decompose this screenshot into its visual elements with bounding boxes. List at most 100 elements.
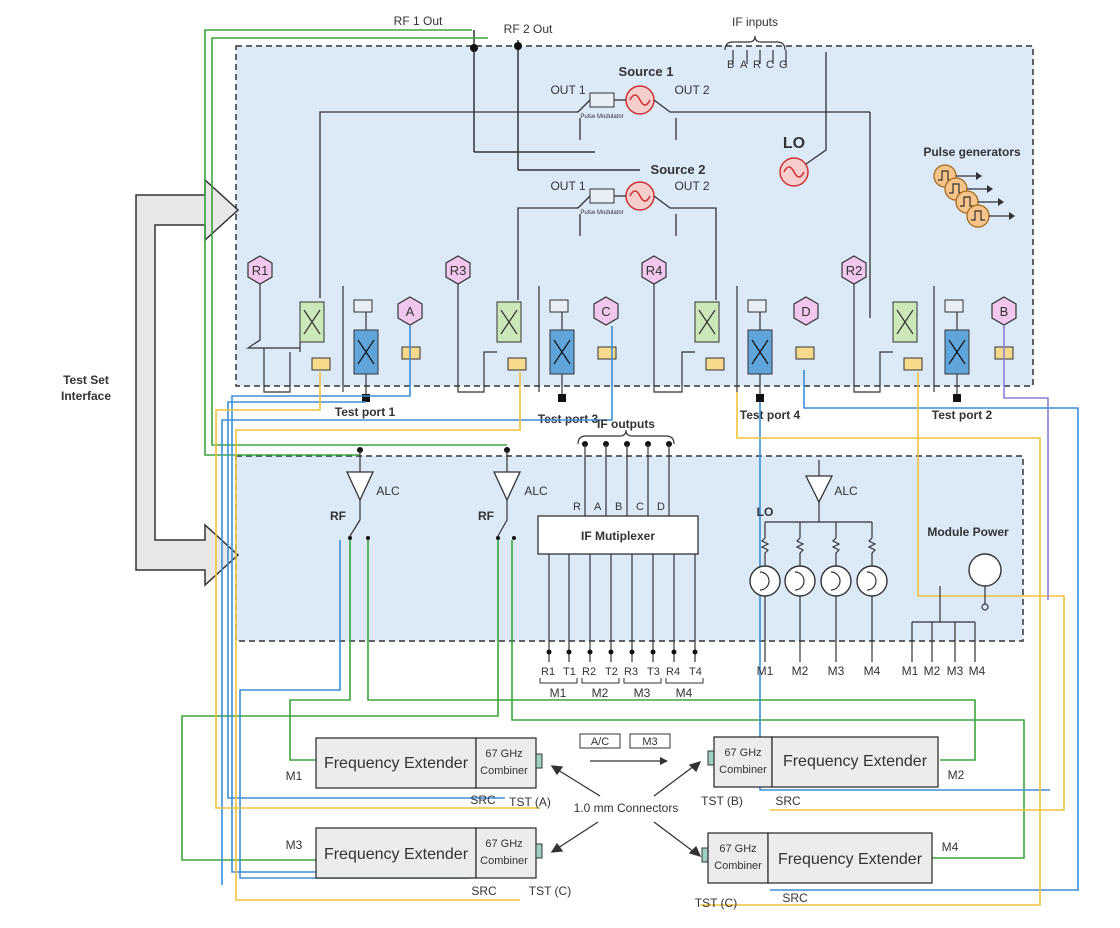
lo-distribution-wiring bbox=[760, 502, 877, 662]
b-hexagon bbox=[991, 296, 1017, 326]
if-multiplexer-label: IF Mutiplexer bbox=[581, 529, 655, 543]
if-outputs-brace bbox=[577, 429, 675, 445]
lo-circulator-icons bbox=[749, 565, 888, 597]
frequency-extender-m1: Frequency Extender 67 GHz Combiner M1 SR… bbox=[286, 737, 551, 809]
source1-out1-label: OUT 1 bbox=[550, 83, 585, 97]
module-power-label: Module Power bbox=[927, 525, 1009, 539]
green-cables bbox=[181, 29, 1025, 861]
d-hexagon bbox=[793, 296, 819, 326]
yellow-cables bbox=[215, 372, 1065, 906]
port3-connector bbox=[558, 394, 566, 402]
extender-m3-tst: TST (C) bbox=[529, 884, 571, 898]
extender-m1-name: Frequency Extender bbox=[324, 755, 469, 772]
if-out-d: D bbox=[657, 501, 665, 513]
extender-m2-src: SRC bbox=[775, 794, 801, 808]
rf-1-label: RF bbox=[330, 509, 346, 523]
if-out-b: B bbox=[615, 501, 622, 513]
source2-pulse-label: Pulse Modulator bbox=[580, 210, 623, 216]
m3-box bbox=[629, 733, 671, 749]
lo-label: LO bbox=[783, 135, 805, 152]
mux-group-m2: M2 bbox=[592, 686, 609, 700]
purple-cable bbox=[1003, 326, 1049, 600]
extender-m1-combiner-1: 67 GHz bbox=[485, 748, 522, 760]
extender-m3-combiner-1: 67 GHz bbox=[485, 838, 522, 850]
extender-m2-tst: TST (B) bbox=[701, 794, 743, 808]
port1-amp-t bbox=[401, 346, 421, 360]
mux-group-m4: M4 bbox=[676, 686, 693, 700]
if-inputs-brace bbox=[724, 35, 786, 51]
mux-pin-t1: T1 bbox=[563, 666, 576, 678]
mux-pin-t3: T3 bbox=[647, 666, 660, 678]
rf1-out-label: RF 1 Out bbox=[394, 14, 443, 28]
extender-m1-combiner-2: Combiner bbox=[480, 765, 528, 777]
source1-wiring bbox=[319, 99, 871, 318]
ac-box bbox=[579, 733, 621, 749]
extender-m3-name: Frequency Extender bbox=[324, 846, 469, 863]
if-outputs-label: IF outputs bbox=[597, 417, 655, 431]
extender-m1-tst: TST (A) bbox=[509, 795, 551, 809]
power-out-m3: M3 bbox=[947, 664, 964, 678]
rf-2-label: RF bbox=[478, 509, 494, 523]
c-hexagon bbox=[593, 296, 619, 326]
test-set-interface-label-2: Interface bbox=[61, 389, 111, 403]
test-port-4-label: Test port 4 bbox=[740, 408, 801, 422]
frequency-extender-m3: Frequency Extender 67 GHz Combiner M3 SR… bbox=[286, 827, 571, 898]
if-output-pins bbox=[582, 441, 672, 516]
if-input-c: C bbox=[766, 59, 774, 71]
port4-connector bbox=[756, 394, 764, 402]
lo-dist-label: LO bbox=[757, 505, 774, 519]
if-out-r: R bbox=[573, 501, 581, 513]
source2-wiring bbox=[517, 195, 717, 300]
alc-amp-2 bbox=[492, 447, 522, 540]
lo-out-m2: M2 bbox=[792, 664, 809, 678]
extender-m3-combiner-2: Combiner bbox=[480, 855, 528, 867]
extender-m2-name: Frequency Extender bbox=[783, 753, 928, 770]
power-out-m2: M2 bbox=[924, 664, 941, 678]
c-label: C bbox=[601, 304, 610, 319]
if-inputs-pins bbox=[732, 50, 787, 64]
extender-m4-module: M4 bbox=[942, 840, 959, 854]
port1-step-atten bbox=[353, 299, 373, 313]
port1-amp-r bbox=[311, 357, 331, 371]
port2-connector bbox=[953, 394, 961, 402]
extender-m2-module: M2 bbox=[948, 768, 965, 782]
mux-group-brackets bbox=[539, 678, 704, 684]
extender-m2-combiner-2: Combiner bbox=[719, 764, 767, 776]
port2-step-atten bbox=[944, 299, 964, 313]
lo-out-m3: M3 bbox=[828, 664, 845, 678]
port2-block: R2 B bbox=[841, 255, 1017, 402]
port3-amp-r bbox=[507, 357, 527, 371]
port2-amp-r bbox=[903, 357, 923, 371]
r2-label: R2 bbox=[846, 263, 863, 278]
r3-label: R3 bbox=[450, 263, 467, 278]
port3-step-atten bbox=[549, 299, 569, 313]
a-hexagon bbox=[397, 296, 423, 326]
port3-amp-t bbox=[597, 346, 617, 360]
connectors-label: 1.0 mm Connectors bbox=[574, 801, 679, 815]
extender-m3-src: SRC bbox=[471, 884, 497, 898]
mux-pin-r3: R3 bbox=[624, 666, 638, 678]
lo-out-m1: M1 bbox=[757, 664, 774, 678]
ac-box-label: A/C bbox=[591, 736, 609, 748]
extender-m4-combiner-2: Combiner bbox=[714, 860, 762, 872]
a-label: A bbox=[406, 304, 415, 319]
module-power-wiring bbox=[911, 586, 989, 662]
mux-pin-dots bbox=[546, 649, 698, 655]
mux-pin-r4: R4 bbox=[666, 666, 680, 678]
extender-m1-module: M1 bbox=[286, 769, 303, 783]
if-input-b: B bbox=[727, 59, 734, 71]
if-input-r: R bbox=[753, 59, 761, 71]
rf2-junction bbox=[514, 42, 522, 50]
source1-label: Source 1 bbox=[619, 64, 674, 79]
if-out-a: A bbox=[594, 501, 602, 513]
extender-m4-combiner-1: 67 GHz bbox=[719, 843, 756, 855]
if-out-c: C bbox=[636, 501, 644, 513]
power-source-icon bbox=[968, 553, 1002, 587]
alc-amp-3 bbox=[804, 460, 834, 504]
extender-m4-name: Frequency Extender bbox=[778, 851, 923, 868]
lo-out-m4: M4 bbox=[864, 664, 881, 678]
extender-m3-module: M3 bbox=[286, 838, 303, 852]
rf2-out-label: RF 2 Out bbox=[504, 22, 553, 36]
port4-amp-r bbox=[705, 357, 725, 371]
